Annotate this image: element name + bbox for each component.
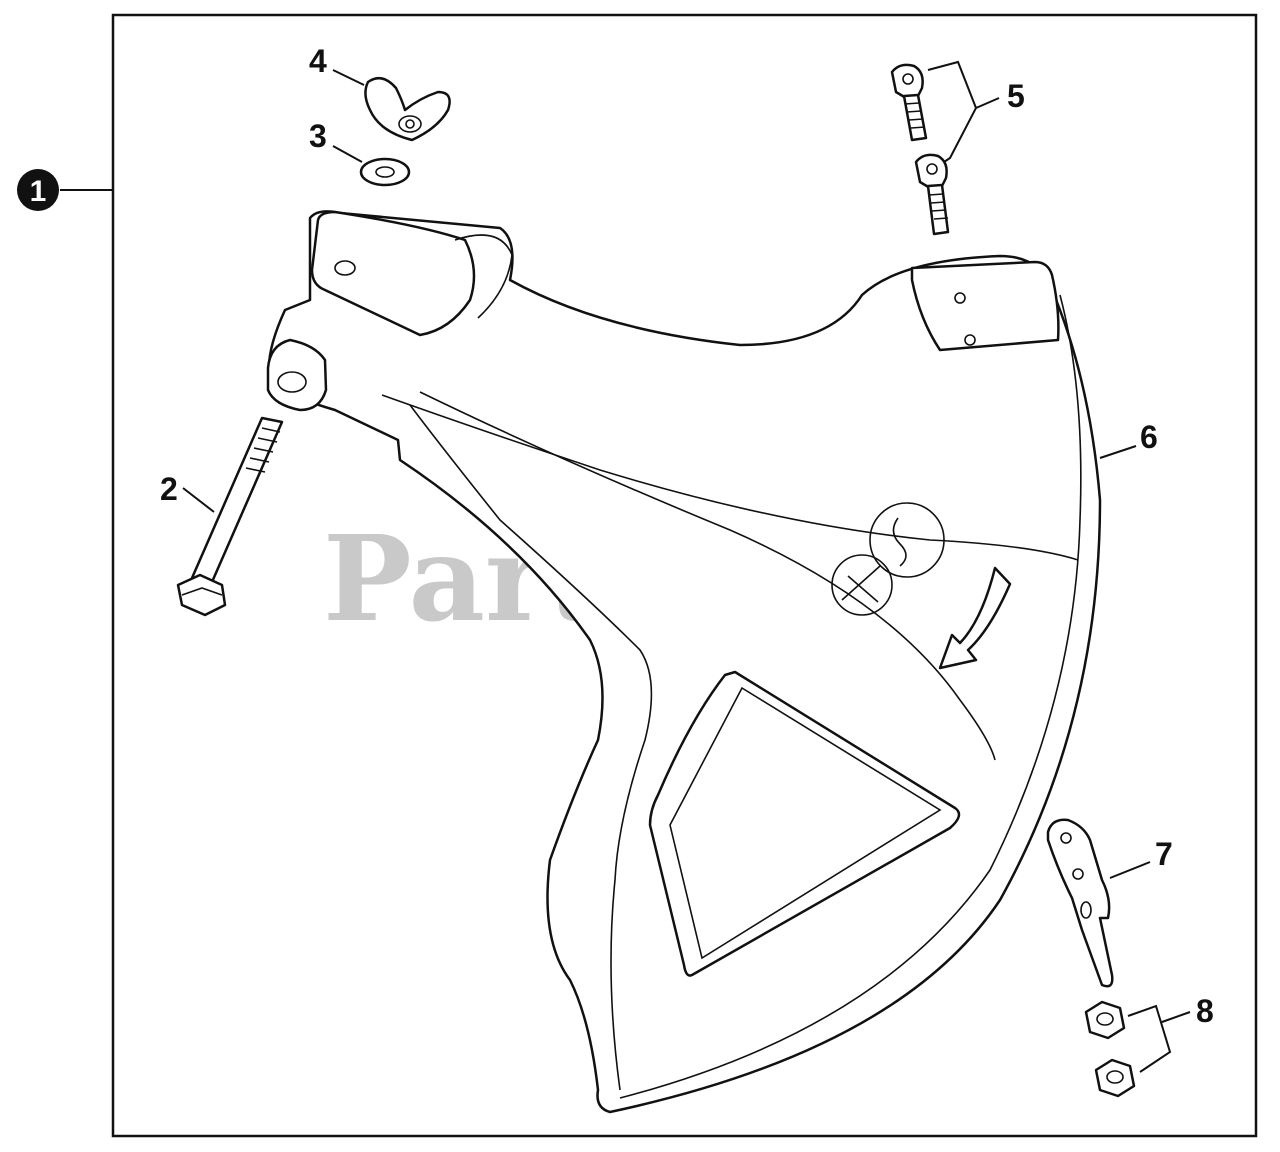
recycling-logo-icon [869, 502, 945, 578]
callout-label-8: 8 [1196, 993, 1214, 1029]
callout-label-7: 7 [1155, 836, 1173, 872]
callout-4[interactable]: 4 [309, 43, 365, 86]
callout-6[interactable]: 6 [1099, 419, 1158, 459]
callout-label-3: 3 [309, 118, 327, 154]
screws[interactable] [890, 63, 950, 236]
nuts[interactable] [1084, 1000, 1136, 1098]
rotation-arrow-icon [938, 566, 1012, 670]
callout-label-5: 5 [1007, 78, 1025, 114]
assembly-callout-1[interactable]: 1 [17, 169, 113, 211]
callout-8[interactable]: 8 [1127, 993, 1214, 1073]
callout-3[interactable]: 3 [309, 118, 363, 163]
assembly-frame [111, 13, 1258, 1138]
gear-logo-icon [831, 554, 893, 616]
deflector-guard[interactable] [266, 210, 1102, 1114]
callout-5[interactable]: 5 [927, 60, 1025, 163]
callout-label-2: 2 [160, 471, 178, 507]
bracket[interactable] [1046, 818, 1114, 988]
callout-7[interactable]: 7 [1109, 836, 1173, 879]
callout-label-6: 6 [1140, 419, 1158, 455]
assembly-callout-label: 1 [30, 175, 47, 208]
callout-label-4: 4 [309, 43, 327, 79]
callout-2[interactable]: 2 [160, 471, 215, 513]
washer[interactable] [359, 157, 411, 187]
bolt[interactable] [176, 416, 284, 617]
wing-nut[interactable] [364, 76, 451, 142]
